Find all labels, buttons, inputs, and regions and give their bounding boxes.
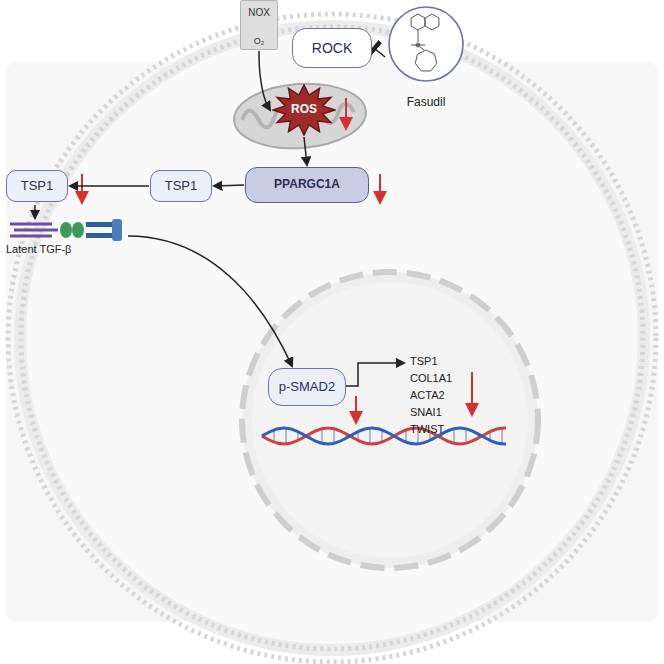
target-gene: SNAI1 <box>410 406 442 419</box>
node-label: TSP1 <box>165 179 198 194</box>
target-gene: TWIST <box>410 423 444 436</box>
node-label: NOX <box>248 7 270 19</box>
fasudil-structure <box>386 4 466 84</box>
target-gene: ACTA2 <box>410 389 445 402</box>
node-label: p-SMAD2 <box>279 380 335 395</box>
target-gene: TSP1 <box>410 355 438 368</box>
arrow-connector <box>259 51 270 110</box>
ros-burst: ROS <box>272 84 336 136</box>
target-gene: COL1A1 <box>410 372 452 385</box>
nox-enzyme: NOX O₂ <box>240 0 278 50</box>
tsp1-protein: TSP1 <box>150 170 212 202</box>
latent-tgfb-label: Latent TGF-β <box>6 243 71 256</box>
node-label: ROCK <box>312 40 352 56</box>
node-label: TSP1 <box>21 179 54 194</box>
ppargc1a-gene: PPARGC1A <box>245 167 369 203</box>
psmad2-factor: p-SMAD2 <box>268 368 346 406</box>
inhibition-line <box>374 48 385 57</box>
node-label: Fasudil <box>407 96 446 110</box>
node-label: PPARGC1A <box>274 178 340 192</box>
fasudil-drug: Fasudil <box>386 4 466 110</box>
arrow-connector <box>214 185 244 186</box>
arrow-connector <box>70 185 149 187</box>
node-label: ROS <box>291 103 317 117</box>
tsp1-secreted: TSP1 <box>6 170 68 202</box>
arrow-connector <box>304 137 307 165</box>
rock-kinase: ROCK <box>292 28 372 68</box>
node-label: O₂ <box>254 36 265 46</box>
